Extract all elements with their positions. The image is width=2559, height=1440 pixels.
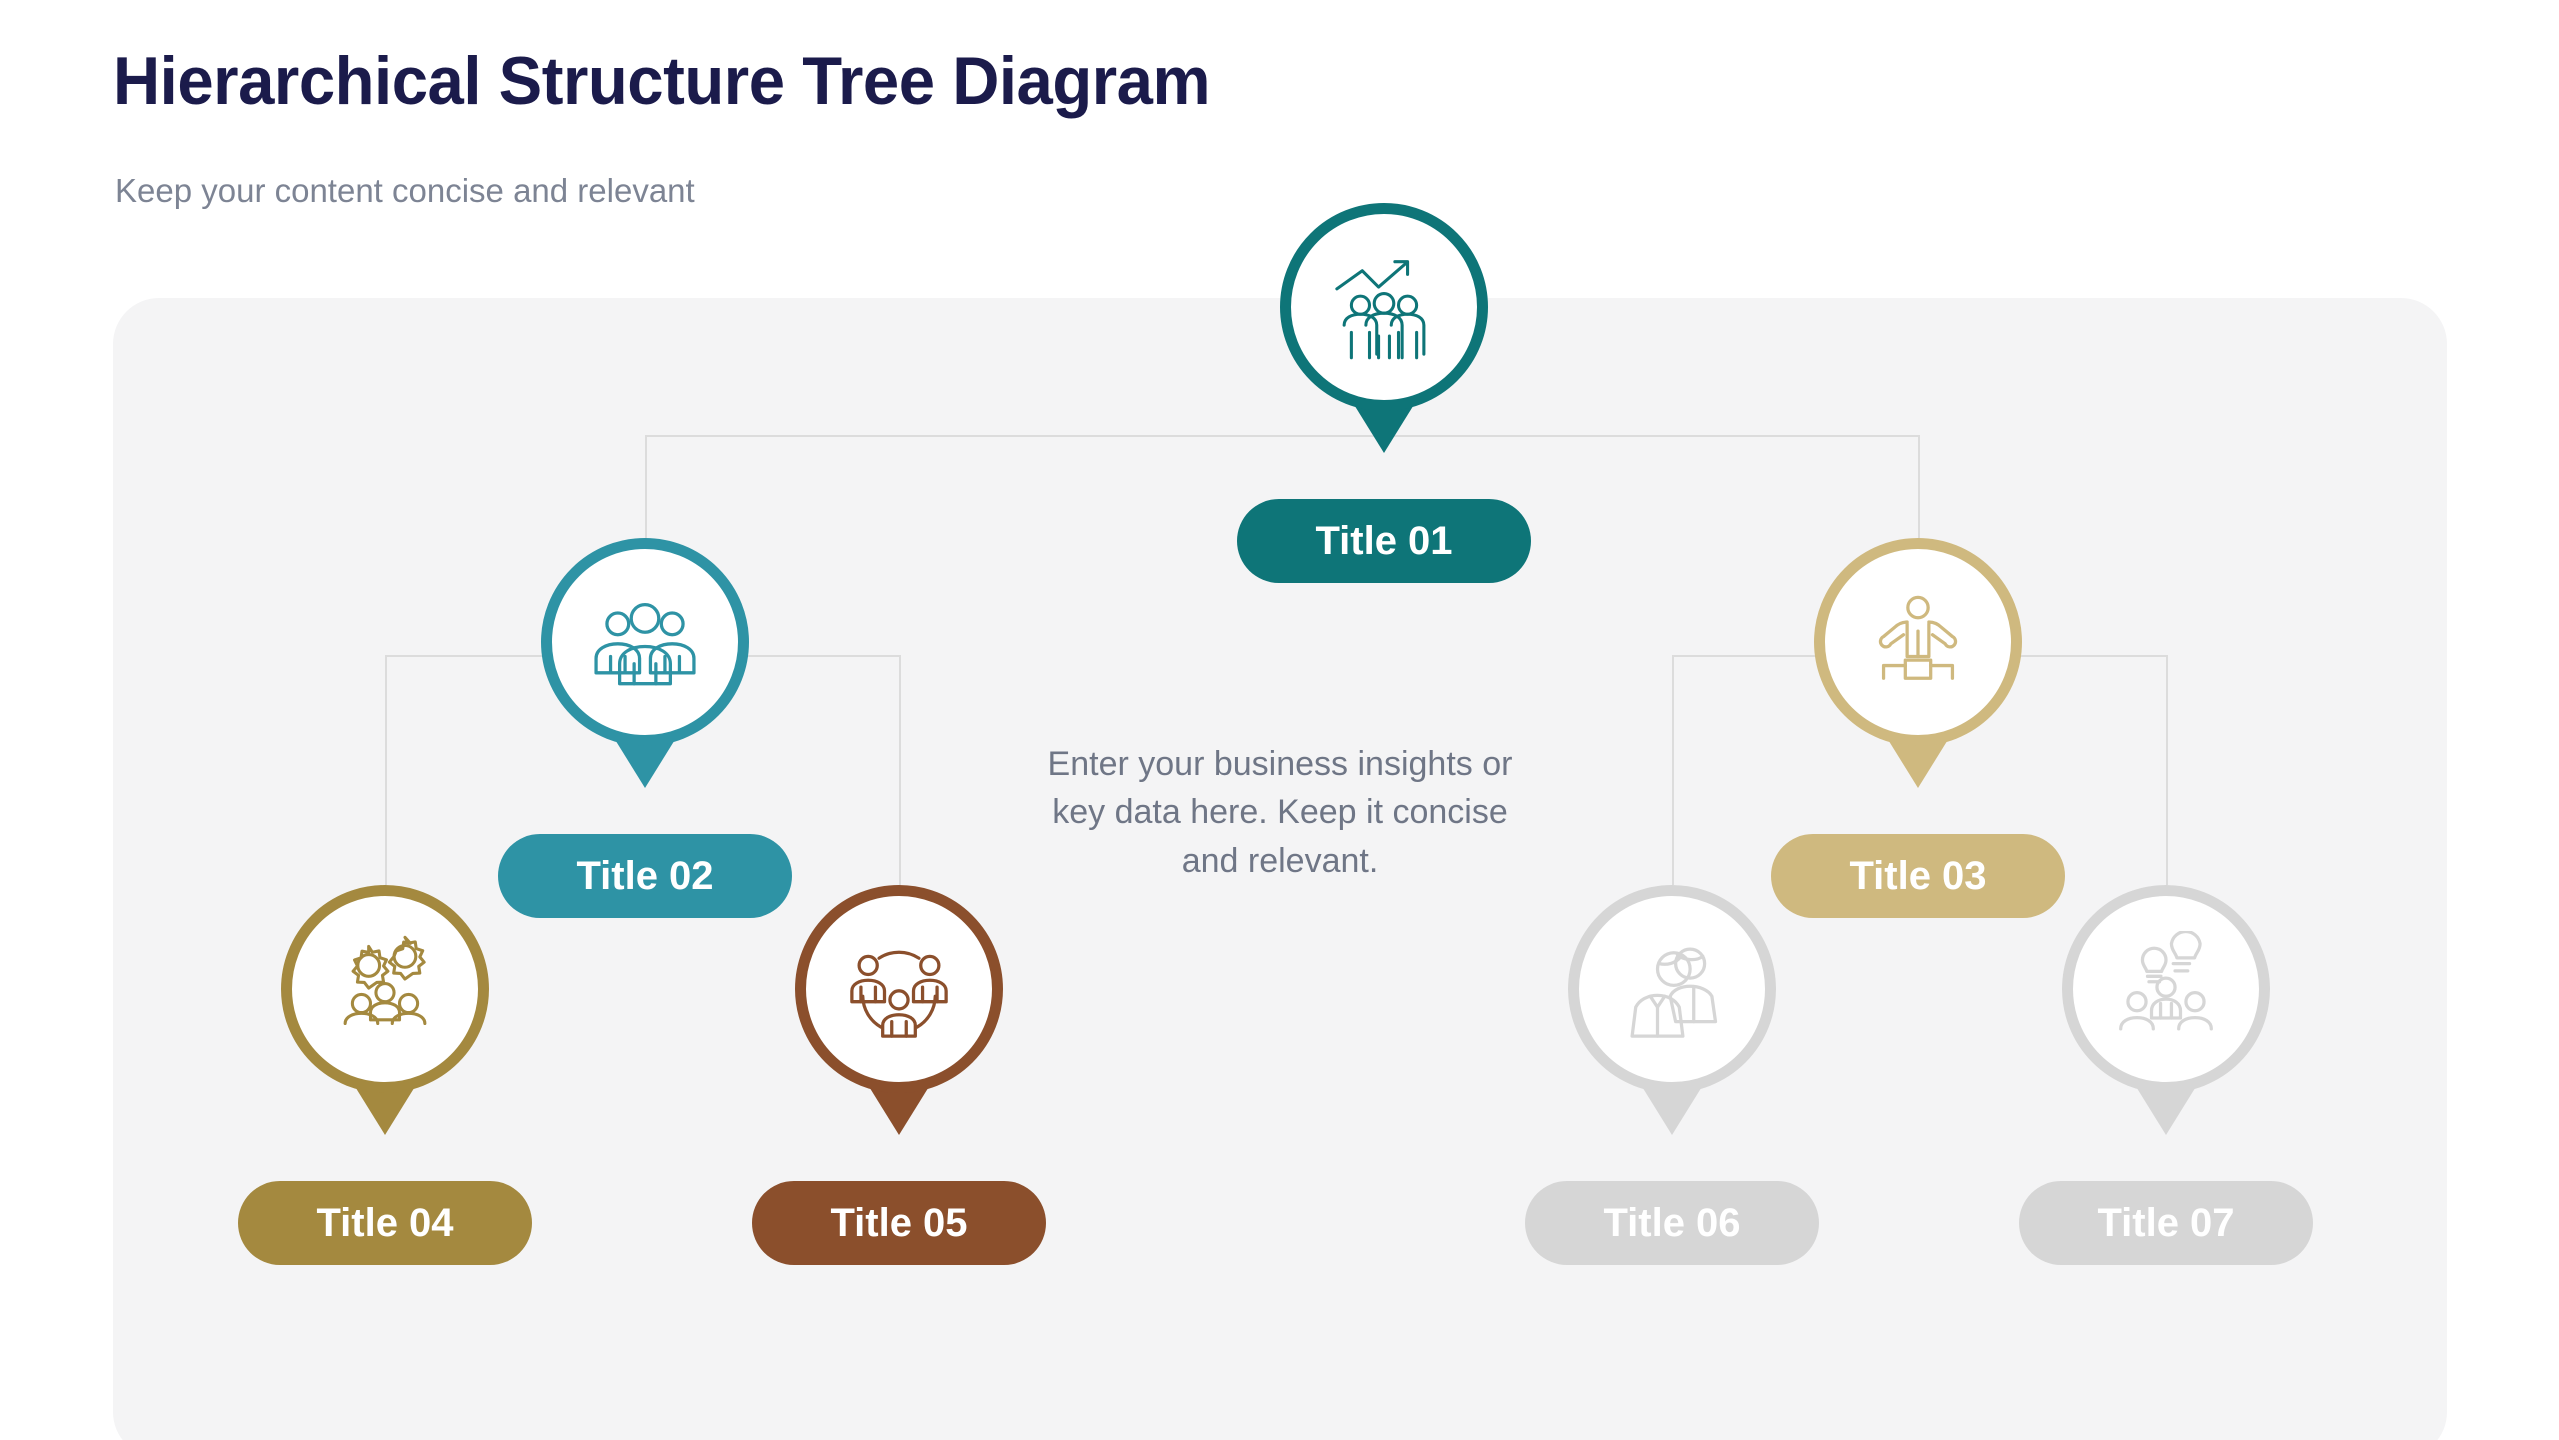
connector-root-horizontal bbox=[645, 435, 1918, 437]
node-label-02[interactable]: Title 02 bbox=[498, 834, 792, 918]
node-label-06[interactable]: Title 06 bbox=[1525, 1181, 1819, 1265]
page-subtitle: Keep your content concise and relevant bbox=[115, 172, 695, 209]
page-title: Hierarchical Structure Tree Diagram bbox=[113, 43, 1211, 119]
node-label-01[interactable]: Title 01 bbox=[1237, 499, 1531, 583]
connector-node03-to-node06 bbox=[1672, 655, 1674, 1002]
people-group-icon bbox=[587, 584, 703, 700]
team-network-icon bbox=[841, 931, 957, 1047]
winner-podium-icon bbox=[1860, 584, 1976, 700]
pin-marker-04 bbox=[281, 885, 489, 1135]
pin-ring-04 bbox=[281, 885, 489, 1093]
connector-node03-to-node07 bbox=[2166, 655, 2168, 1002]
team-growth-chart-icon bbox=[1326, 249, 1442, 365]
pin-ring-01 bbox=[1280, 203, 1488, 411]
pin-marker-05 bbox=[795, 885, 1003, 1135]
connector-node02-to-node04 bbox=[385, 655, 387, 1002]
two-people-icon bbox=[1614, 931, 1730, 1047]
team-gears-icon bbox=[327, 931, 443, 1047]
node-label-04[interactable]: Title 04 bbox=[238, 1181, 532, 1265]
pin-marker-07 bbox=[2062, 885, 2270, 1135]
pin-ring-05 bbox=[795, 885, 1003, 1093]
pin-ring-06 bbox=[1568, 885, 1776, 1093]
connector-root-to-node02 bbox=[645, 435, 647, 538]
pin-ring-07 bbox=[2062, 885, 2270, 1093]
node-label-07[interactable]: Title 07 bbox=[2019, 1181, 2313, 1265]
node-label-03[interactable]: Title 03 bbox=[1771, 834, 2065, 918]
connector-root-to-node03 bbox=[1918, 435, 1920, 538]
root-description: Enter your business insights or key data… bbox=[1047, 745, 1513, 880]
connector-node02-to-node05 bbox=[899, 655, 901, 1002]
node-label-05[interactable]: Title 05 bbox=[752, 1181, 1046, 1265]
pin-marker-02 bbox=[541, 538, 749, 788]
diagram-board: Title 01 Title 02 bbox=[113, 203, 2447, 1440]
pin-marker-01 bbox=[1280, 203, 1488, 453]
pin-marker-06 bbox=[1568, 885, 1776, 1135]
pin-marker-03 bbox=[1814, 538, 2022, 788]
brainstorm-ideas-icon bbox=[2108, 931, 2224, 1047]
pin-ring-02 bbox=[541, 538, 749, 746]
